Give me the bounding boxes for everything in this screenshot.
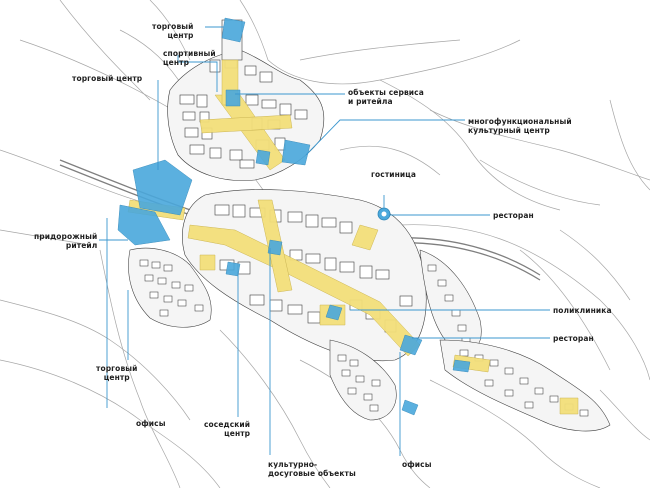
hotel-marker xyxy=(377,207,391,221)
leader-lines xyxy=(99,26,550,456)
label-mall-south: торговый центр xyxy=(96,364,138,382)
label-sports-center: спортивный центр xyxy=(163,49,216,67)
label-clinic: поликлиника xyxy=(553,306,612,315)
label-service-retail: объекты сервиса и ритейла xyxy=(348,88,424,106)
label-cultural-leisure: культурно- досуговые объекты xyxy=(268,460,356,478)
label-neighborhood-center: соседский центр xyxy=(204,420,251,438)
commercial-zones xyxy=(117,17,471,416)
label-hotel: гостиница xyxy=(371,170,417,179)
label-multifunctional-culture: многофункциональный культурный центр xyxy=(468,117,572,135)
western-residential-blocks xyxy=(128,247,212,328)
label-mall-west: торговый центр xyxy=(72,74,143,83)
label-roadside-retail: придорожный ритейл xyxy=(34,232,98,250)
label-offices-south: офисы xyxy=(402,460,432,469)
label-offices-west: офисы xyxy=(136,419,166,428)
label-restaurant-east: ресторан xyxy=(493,211,534,220)
label-mall-north: торговый центр xyxy=(152,22,194,40)
label-restaurant-southeast: ресторан xyxy=(553,334,594,343)
